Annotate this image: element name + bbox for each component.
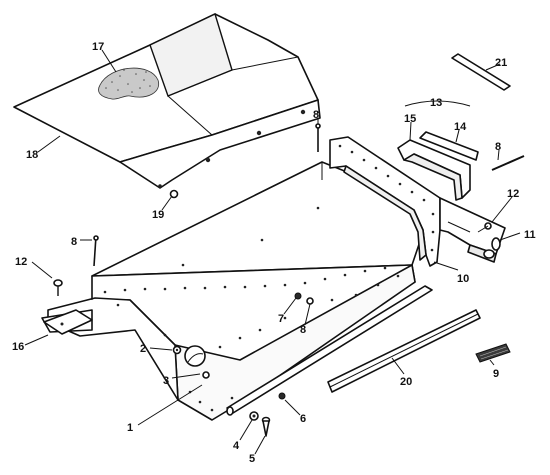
grommet-6 <box>278 392 286 400</box>
callout-labels: 17 18 19 8 21 13 15 14 8 12 11 10 8 12 1… <box>12 41 536 465</box>
callout-21: 21 <box>495 57 507 69</box>
frame-bracket <box>329 136 441 267</box>
chassis-pan <box>41 161 433 421</box>
callout-18: 18 <box>26 149 38 161</box>
callout-7: 7 <box>278 313 284 325</box>
rubber-pad <box>419 131 479 161</box>
callout-2: 2 <box>140 343 146 355</box>
callout-3: 3 <box>163 375 169 387</box>
hinge-bracket <box>43 309 93 335</box>
callout-8-top: 8 <box>313 109 319 121</box>
pin-right <box>491 155 525 171</box>
callout-13: 13 <box>430 97 442 109</box>
mount-bracket <box>397 139 471 201</box>
bolt-5 <box>261 416 271 437</box>
trim-strip-top <box>451 53 511 91</box>
callout-19: 19 <box>152 209 164 221</box>
callout-8-mid: 8 <box>300 324 306 336</box>
callout-4: 4 <box>233 440 240 452</box>
callout-16: 16 <box>12 341 24 353</box>
callout-17: 17 <box>92 41 104 53</box>
washer-7 <box>294 292 314 305</box>
callout-8-right: 8 <box>495 141 501 153</box>
mount-assembly <box>439 197 506 263</box>
callout-11: 11 <box>524 229 536 241</box>
hood-screw <box>169 189 179 199</box>
bolt-right <box>477 222 492 233</box>
callout-20: 20 <box>400 376 412 388</box>
callout-5: 5 <box>249 453 255 465</box>
pin-top <box>315 123 321 152</box>
hood-decal <box>98 67 160 100</box>
callout-14: 14 <box>454 121 467 133</box>
screw-3 <box>202 371 210 379</box>
callout-8-left: 8 <box>71 236 77 248</box>
leader-lines <box>24 49 521 455</box>
pin-left <box>93 235 99 267</box>
callout-1: 1 <box>127 422 133 434</box>
nut-2 <box>172 345 182 355</box>
badge-plate <box>475 343 511 363</box>
hood-cover <box>13 13 321 189</box>
callout-15: 15 <box>404 113 416 125</box>
callout-10: 10 <box>457 273 469 285</box>
callout-9: 9 <box>493 368 499 380</box>
support-rod <box>226 285 433 416</box>
washer-4 <box>249 411 259 421</box>
callout-12-left: 12 <box>15 256 27 268</box>
callout-12-right: 12 <box>507 188 519 200</box>
trim-strip-long <box>327 309 481 393</box>
callout-6: 6 <box>300 413 306 425</box>
bolt-left <box>53 279 63 296</box>
